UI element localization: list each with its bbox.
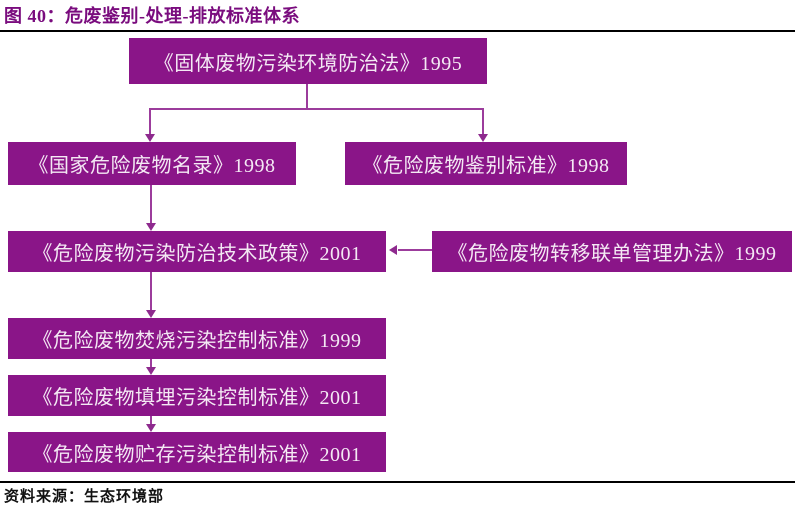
connector-list-to-policy: [150, 185, 152, 223]
connector-transfer-to-policy: [398, 249, 432, 251]
connector-branch-left: [149, 108, 151, 134]
node-identification-standard: 《危险废物鉴别标准》1998: [345, 142, 627, 185]
connector-landfill-to-storage: [150, 416, 152, 424]
node-landfill-control-standard: 《危险废物填埋污染控制标准》2001: [8, 375, 386, 416]
source-label: 资料来源：生态环境部: [4, 489, 165, 505]
node-national-hazardous-waste-list: 《国家危险废物名录》1998: [8, 142, 296, 185]
connector-stem-top: [306, 84, 308, 109]
connector-branch-right: [482, 108, 484, 134]
connector-policy-to-incineration: [150, 272, 152, 310]
arrow-down-icon: [146, 367, 156, 375]
arrow-down-icon: [478, 134, 488, 142]
figure-title: 图 40：危废鉴别-处理-排放标准体系: [4, 6, 300, 26]
node-incineration-control-standard: 《危险废物焚烧污染控制标准》1999: [8, 318, 386, 359]
node-storage-control-standard: 《危险废物贮存污染控制标准》2001: [8, 432, 386, 472]
connector-incineration-to-landfill: [150, 359, 152, 367]
connector-branch-horizontal: [149, 108, 484, 110]
footer-divider: [0, 481, 795, 483]
arrow-left-icon: [389, 245, 397, 255]
arrow-down-icon: [146, 310, 156, 318]
arrow-down-icon: [146, 424, 156, 432]
title-divider: [0, 30, 795, 32]
arrow-down-icon: [145, 134, 155, 142]
node-solid-waste-law: 《固体废物污染环境防治法》1995: [129, 38, 487, 84]
node-transfer-manifest-measures: 《危险废物转移联单管理办法》1999: [432, 231, 792, 272]
arrow-down-icon: [146, 223, 156, 231]
node-pollution-control-tech-policy: 《危险废物污染防治技术政策》2001: [8, 231, 386, 272]
